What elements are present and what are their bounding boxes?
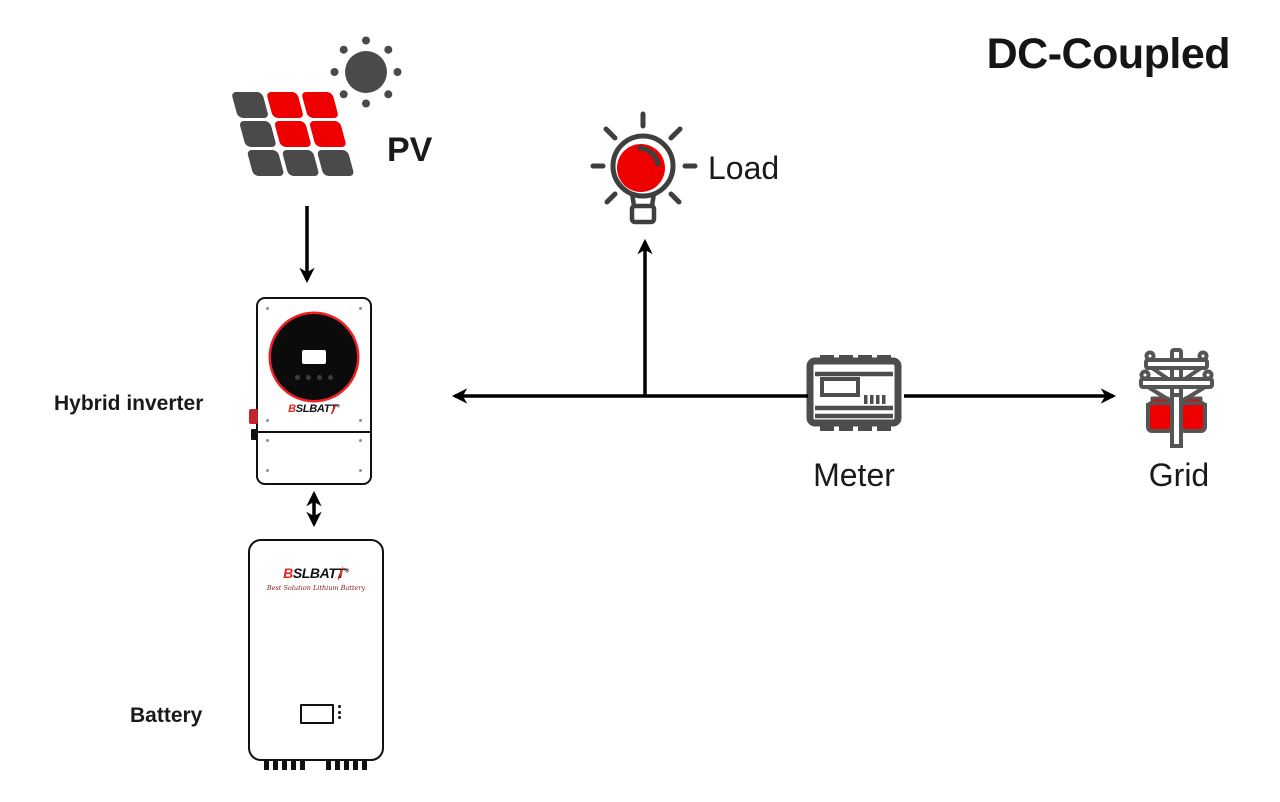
battery-label: Battery	[130, 704, 203, 727]
inverter-screen	[302, 350, 326, 364]
load-label: Load	[708, 150, 780, 186]
battery-brand-logo: BSLBATT®	[283, 565, 349, 581]
page-title: DC-Coupled	[986, 30, 1231, 78]
battery-indicator-dots	[338, 705, 341, 719]
light-bulb-icon	[590, 111, 698, 225]
meter-label: Meter	[813, 457, 895, 493]
solar-panel-icon	[232, 92, 354, 176]
battery-brand-tagline: Best Solution Lithium Battery	[266, 584, 366, 592]
inverter-dc-switch	[249, 409, 258, 424]
energy-meter-icon	[806, 355, 902, 431]
battery-device: BSLBATT® Best Solution Lithium Battery	[248, 539, 384, 770]
grid-label: Grid	[1148, 457, 1210, 493]
hybrid-inverter-device: BSLBATT®	[249, 297, 372, 485]
battery-foot-right	[326, 759, 368, 770]
battery-foot-left	[264, 759, 306, 770]
inverter-side-connector	[251, 429, 258, 440]
sun-icon	[330, 36, 402, 108]
grid-pole-icon	[1139, 348, 1214, 448]
inverter-display-ring	[271, 314, 357, 400]
hybrid-inverter-label: Hybrid inverter	[54, 392, 204, 415]
inverter-panel-divider	[258, 431, 370, 433]
inverter-buttons	[295, 375, 333, 380]
pv-label: PV	[387, 131, 433, 169]
battery-display	[300, 704, 334, 724]
inverter-brand-logo: BSLBATT®	[288, 403, 340, 415]
